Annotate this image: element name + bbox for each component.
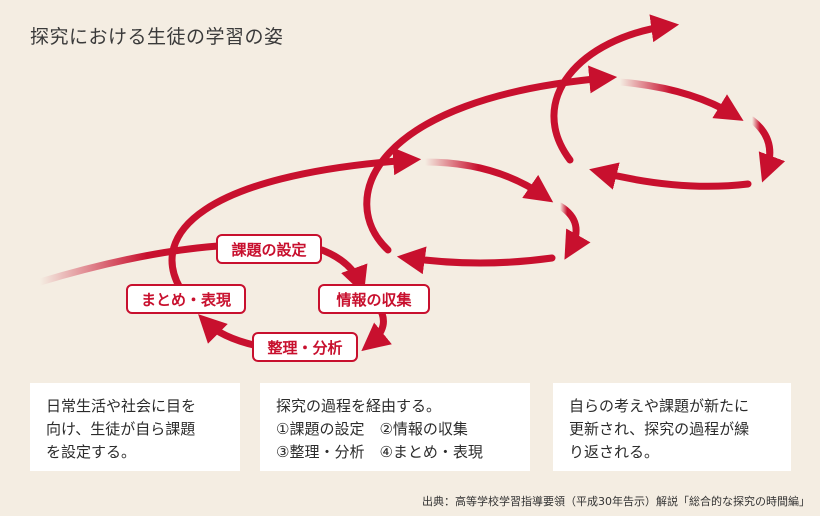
arrow-to-next-cycle-3 <box>550 14 680 164</box>
label-information-collection: 情報の収集 <box>318 284 430 314</box>
description-box-3: 自らの考えや課題が新たに 更新され、探究の過程が繰 り返される。 <box>553 383 791 471</box>
arrow-to-next-cycle-1 <box>168 147 422 292</box>
arrow-to-expression <box>198 314 262 350</box>
box2-line-3: ③整理・分析 ④まとめ・表現 <box>276 443 483 461</box>
loop3-top-arrow <box>616 78 744 121</box>
label-summary-expression: まとめ・表現 <box>126 284 246 314</box>
box2-line-2: ①課題の設定 ②情報の収集 <box>276 420 468 438</box>
box3-line-2: 更新され、探究の過程が繰 <box>569 420 750 438</box>
loop3-right-arrow <box>748 116 786 183</box>
label-task-setting: 課題の設定 <box>216 234 322 264</box>
description-box-2: 探究の過程を経由する。 ①課題の設定 ②情報の収集 ③整理・分析 ④まとめ・表現 <box>260 383 530 471</box>
page-title: 探究における生徒の学習の姿 <box>30 26 284 48</box>
spiral-entry-arrow <box>36 242 222 286</box>
description-box-1: 日常生活や社会に目を 向け、生徒が自ら課題 を設定する。 <box>30 383 240 471</box>
box1-line-2: 向け、生徒が自ら課題 <box>46 420 196 438</box>
box1-line-1: 日常生活や社会に目を <box>46 397 197 415</box>
box2-line-1: 探究の過程を経由する。 <box>276 397 442 415</box>
loop2-top-arrow <box>421 158 554 203</box>
label-organizing-analysis: 整理・分析 <box>252 332 358 362</box>
loop2-right-arrow <box>556 202 591 260</box>
arrow-to-next-cycle-2 <box>363 65 618 254</box>
box3-line-1: 自らの考えや課題が新たに <box>569 397 750 415</box>
arrow-to-information <box>318 246 368 295</box>
source-citation: 出典：高等学校学習指導要領（平成30年告示）解説「総合的な探究の時間編」 <box>422 495 810 508</box>
box1-line-3: を設定する。 <box>46 443 137 461</box>
box3-line-3: り返される。 <box>569 443 660 461</box>
loop2-bottom-arrow <box>396 246 556 275</box>
loop3-bottom-arrow <box>589 162 752 190</box>
